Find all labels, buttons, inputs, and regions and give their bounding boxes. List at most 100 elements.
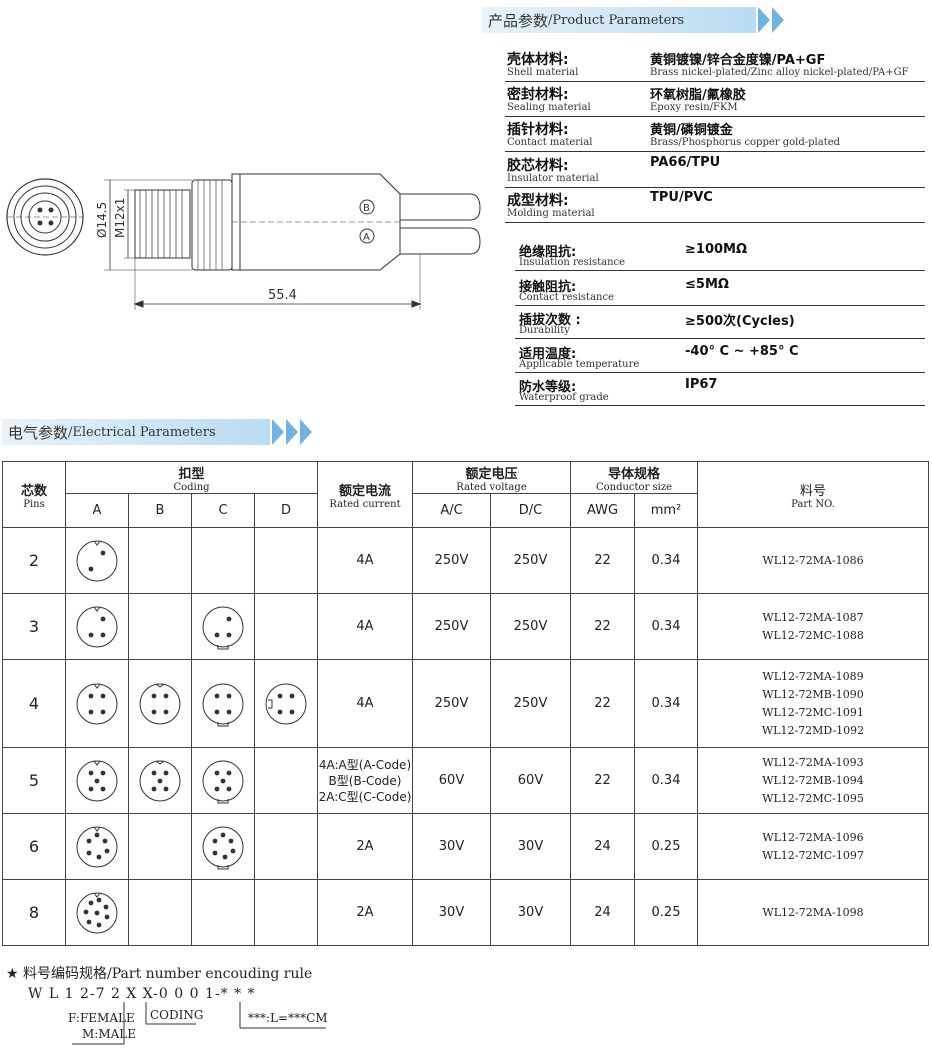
param-label-cn: 胶芯材料: — [507, 158, 569, 174]
coding-cell-a — [65, 659, 129, 748]
header-coding-a: A — [65, 493, 129, 528]
product-params-title-en: /Product Parameters — [548, 12, 685, 28]
header-coding-c: C — [191, 493, 255, 528]
param-label-en: Shell material — [507, 67, 579, 78]
current-line: 2A:C型(C-Code) — [318, 789, 412, 804]
marker-b: B — [363, 203, 370, 214]
current-line: 4A:A型(A-Code) — [318, 757, 412, 772]
chevron-icon — [300, 419, 312, 445]
awg-cell: 22 — [570, 527, 635, 594]
coding-cell-d — [254, 879, 318, 946]
coding-cell-b — [128, 527, 192, 594]
current-cell: 2A — [317, 879, 413, 946]
pins-cell: 5 — [2, 747, 66, 814]
param-value: PA66/TPU — [650, 155, 721, 170]
coding-cell-d — [254, 747, 318, 814]
coding-cell-c — [191, 593, 255, 660]
param-value: 环氧树脂/氟橡胶 — [650, 88, 746, 103]
dim-thread: M12x1 — [113, 198, 127, 238]
param-value: ≥500次(Cycles) — [685, 314, 795, 329]
performance-param-row: 插拔次数 :Durability≥500次(Cycles) — [515, 306, 925, 339]
current-cell: 4A — [317, 527, 413, 594]
param-label-en: Contact resistance — [519, 292, 614, 303]
chevron-icon — [772, 7, 784, 33]
part-number: WL12-72MA-1086 — [762, 553, 864, 567]
param-value: 黄铜镀镍/锌合金度镍/PA+GF — [650, 53, 826, 68]
pins-cell: 3 — [2, 593, 66, 660]
param-value: 黄铜/磷铜镀金 — [650, 123, 733, 138]
rule-title-en: /Part number encouding rule — [107, 966, 313, 982]
rule-code: W L 1 2-7 2 X X-0 0 0 1-* * * — [28, 986, 256, 1002]
performance-param-row: 接触阻抗:Contact resistance ≤5MΩ — [515, 273, 925, 306]
electrical-params-title-cn: 电气参数 — [8, 423, 69, 442]
part-number: WL12-72MA-1098 — [762, 905, 864, 919]
ac-cell: 250V — [412, 659, 491, 748]
param-label-en: Waterproof grade — [519, 392, 609, 403]
electrical-params-title-en: /Electrical Parameters — [68, 424, 216, 440]
param-label-cn: 接触阻抗: — [519, 280, 577, 295]
dim-diameter: Ø14.5 — [95, 202, 109, 238]
pin-diagram-6-C — [202, 826, 244, 869]
part-number: WL12-72MD-1092 — [761, 723, 865, 737]
dc-cell: 250V — [490, 527, 571, 594]
ac-cell: 30V — [412, 813, 491, 880]
dc-cell: 30V — [490, 879, 571, 946]
coding-cell-b — [128, 879, 192, 946]
dc-cell: 250V — [490, 593, 571, 660]
param-label-en: Insulation resistance — [519, 257, 626, 268]
pin-diagram-5-B — [139, 760, 181, 801]
param-value-en: Brass/Phosphorus copper gold-plated — [650, 137, 841, 148]
pin-diagram-5-C — [202, 760, 244, 803]
part-number: WL12-72MA-1096 — [762, 830, 864, 844]
current-cell: 4A:A型(A-Code)B型(B-Code)2A:C型(C-Code) — [317, 747, 413, 814]
pin-diagram-4-B — [139, 683, 181, 724]
coding-cell-d — [254, 527, 318, 594]
awg-cell: 24 — [570, 813, 635, 880]
header-dc: D/C — [490, 493, 571, 528]
part-number: WL12-72MB-1090 — [762, 687, 864, 701]
coding-cell-a — [65, 747, 129, 814]
part-number: WL12-72MB-1094 — [762, 773, 864, 787]
param-label-cn: 适用温度: — [519, 347, 577, 362]
product-params-title-cn: 产品参数 — [488, 11, 549, 30]
coding-cell-d — [254, 659, 318, 748]
coding-cell-c — [191, 527, 255, 594]
coding-cell-b — [128, 659, 192, 748]
coding-cell-c — [191, 879, 255, 946]
mm2-cell: 0.25 — [633, 813, 699, 880]
param-value: ≥100MΩ — [685, 242, 748, 257]
pin-diagram-5-A — [76, 760, 118, 801]
part-number: WL12-72MA-1093 — [762, 755, 864, 769]
pins-cell: 4 — [2, 659, 66, 748]
awg-cell: 22 — [570, 593, 635, 660]
coding-cell-a — [65, 813, 129, 880]
awg-cell: 24 — [570, 879, 635, 946]
param-label-cn: 插拔次数 : — [519, 313, 581, 328]
dc-cell: 30V — [490, 813, 571, 880]
param-value: ≤5MΩ — [685, 277, 729, 292]
param-label-cn: 壳体材料: — [507, 52, 569, 68]
param-label-en: Molding material — [507, 208, 595, 219]
rule-length: ***:L=***CM — [248, 1011, 328, 1025]
current-cell: 2A — [317, 813, 413, 880]
mm2-cell: 0.34 — [633, 527, 699, 594]
rule-female: F:FEMALE — [68, 1011, 135, 1025]
pin-diagram-8-A — [76, 892, 118, 933]
rule-brackets — [72, 1002, 326, 1045]
pin-diagram-6-A — [76, 826, 118, 867]
current-cell: 4A — [317, 659, 413, 748]
awg-cell: 22 — [570, 747, 635, 814]
param-label-cn: 成型材料: — [507, 193, 569, 209]
param-label-cn: 密封材料: — [507, 87, 569, 103]
param-value: IP67 — [685, 377, 718, 392]
header-mm2: mm² — [633, 493, 699, 528]
part-cell: WL12-72MA-1086 — [697, 527, 930, 594]
coding-cell-b — [128, 747, 192, 814]
